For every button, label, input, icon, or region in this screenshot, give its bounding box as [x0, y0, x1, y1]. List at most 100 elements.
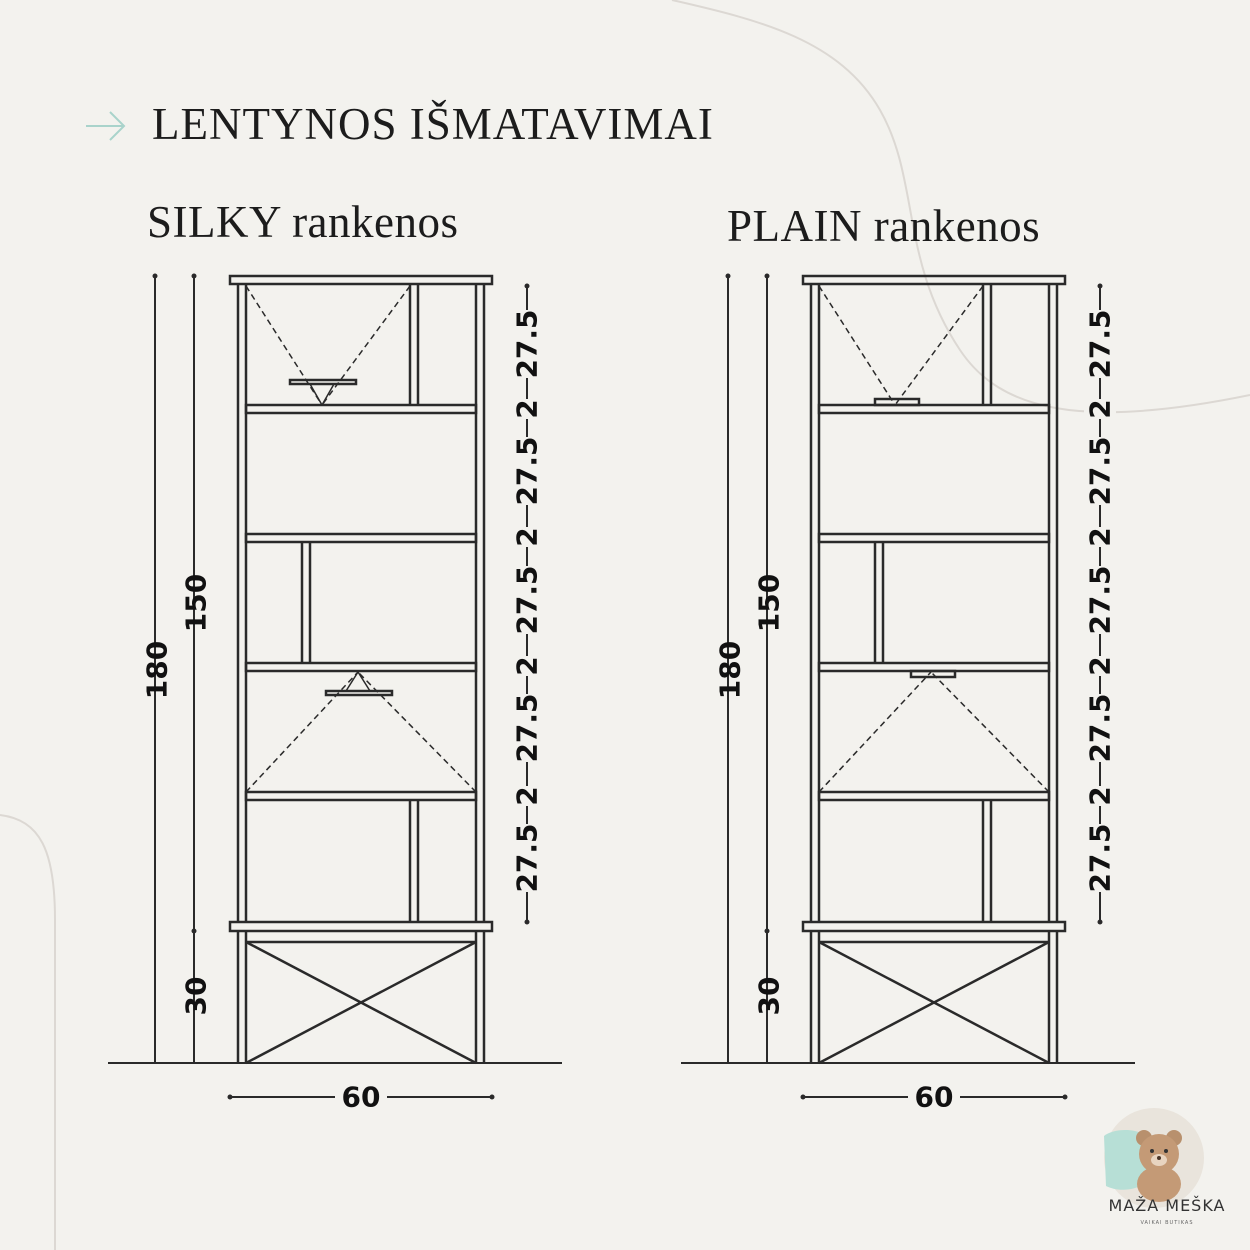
dim-shelf-bg-3	[1084, 656, 1116, 676]
shelf-1	[817, 403, 1051, 415]
decor-curve-top	[671, 0, 1250, 414]
dim-chain-dot-top	[1097, 283, 1103, 289]
door-4-handle-stem-a	[345, 671, 359, 692]
dim-150-dot-top	[764, 273, 770, 279]
leg-cross-b	[245, 940, 477, 1065]
shelf-2	[817, 532, 1051, 544]
dim-section-label-2: 27.5	[511, 436, 544, 505]
arrow-right-icon	[86, 111, 126, 141]
dim-section-bg-4	[1084, 694, 1116, 762]
dim-180-label: 180	[141, 641, 174, 699]
door-1-handle	[873, 397, 921, 407]
plain-title: PLAIN rankenos	[727, 201, 1041, 251]
cabinet-top	[801, 274, 1067, 286]
door-4-dash-a	[818, 671, 932, 793]
dim-30-dot-top	[191, 928, 197, 934]
dim-section-bg-3	[511, 566, 543, 634]
door-1-handle-stem-b	[321, 383, 335, 406]
door-1-handle-stem-a	[309, 383, 323, 406]
dim-shelf-label-3: 2	[1084, 656, 1117, 675]
dim-section-label-1: 27.5	[511, 309, 544, 378]
dim-shelf-bg-2	[1084, 527, 1116, 547]
dim-section-label-4: 27.5	[1084, 693, 1117, 762]
cabinet-top	[228, 274, 494, 286]
dim-shelf-label-3: 2	[511, 656, 544, 675]
door-1-dash-b	[894, 285, 984, 406]
dim-section-label-1: 27.5	[1084, 309, 1117, 378]
dim-180-dot-top	[152, 273, 158, 279]
dim-shelf-bg-1	[511, 399, 543, 419]
dim-section-bg-2	[511, 437, 543, 505]
door-4-handle-stem-b	[357, 671, 371, 692]
door-4-dash-b	[930, 671, 1050, 793]
dim-60-label-bg	[335, 1082, 387, 1112]
dim-section-label-3: 27.5	[1084, 565, 1117, 634]
dim-180-label: 180	[714, 641, 747, 699]
shelf-2	[244, 532, 478, 544]
leg-cross-b	[818, 940, 1050, 1065]
dim-30-label: 30	[753, 977, 786, 1016]
dim-60-dot-left	[800, 1094, 806, 1100]
dim-shelf-bg-2	[511, 527, 543, 547]
shelf-3	[244, 661, 478, 673]
dim-60-label: 60	[342, 1081, 381, 1114]
door-1-dash-a	[245, 285, 323, 406]
dim-150-dot-top	[191, 273, 197, 279]
dim-section-bg-5	[1084, 824, 1116, 892]
dim-150-label: 150	[753, 574, 786, 632]
dim-shelf-bg-1	[1084, 399, 1116, 419]
dim-shelf-bg-3	[511, 656, 543, 676]
shelf-1	[244, 403, 478, 415]
dim-60-dot-left	[227, 1094, 233, 1100]
dim-section-bg-5	[511, 824, 543, 892]
dim-shelf-label-1: 2	[1084, 399, 1117, 418]
dim-shelf-label-2: 2	[1084, 527, 1117, 546]
dim-section-label-5: 27.5	[511, 823, 544, 892]
dim-30-dot-top	[764, 928, 770, 934]
door-4-handle	[324, 689, 394, 697]
cabinet-base	[801, 920, 1067, 933]
dim-shelf-label-4: 2	[1084, 786, 1117, 805]
dim-section-bg-1	[1084, 310, 1116, 378]
page-title: LENTYNOS IŠMATAVIMAI	[152, 99, 714, 149]
dim-60-label: 60	[915, 1081, 954, 1114]
dim-60-label-bg	[908, 1082, 960, 1112]
logo-name: MAŽA MEŠKA	[1108, 1196, 1226, 1215]
dim-shelf-label-2: 2	[511, 527, 544, 546]
bear-icon	[1104, 1108, 1204, 1208]
dim-section-label-5: 27.5	[1084, 823, 1117, 892]
dim-shelf-label-4: 2	[511, 786, 544, 805]
dim-section-bg-4	[511, 694, 543, 762]
door-4-handle	[909, 669, 957, 679]
dim-30-label: 30	[180, 977, 213, 1016]
shelf-4	[244, 790, 478, 802]
dim-chain-dot-top	[524, 283, 530, 289]
cabinet-base	[228, 920, 494, 933]
door-1-dash-a	[818, 285, 896, 406]
logo-tagline: VAIKAI BUTIKAS	[1140, 1220, 1194, 1226]
dim-section-bg-2	[1084, 437, 1116, 505]
dim-section-label-3: 27.5	[511, 565, 544, 634]
dim-section-label-4: 27.5	[511, 693, 544, 762]
dim-shelf-bg-4	[511, 786, 543, 806]
door-1-handle	[288, 378, 358, 386]
dim-chain-dot-bottom	[524, 919, 530, 925]
shelf-4	[817, 790, 1051, 802]
dim-shelf-bg-4	[1084, 786, 1116, 806]
silky-title: SILKY rankenos	[147, 197, 459, 247]
dim-60-dot-right	[1062, 1094, 1068, 1100]
dim-section-bg-3	[1084, 566, 1116, 634]
decor-curve-left	[0, 814, 56, 1250]
dim-150-label: 150	[180, 574, 213, 632]
dim-60-dot-right	[489, 1094, 495, 1100]
dim-chain-dot-bottom	[1097, 919, 1103, 925]
dim-180-dot-top	[725, 273, 731, 279]
dim-section-label-2: 27.5	[1084, 436, 1117, 505]
dim-shelf-label-1: 2	[511, 399, 544, 418]
door-4-dash-a	[245, 671, 359, 793]
dim-section-bg-1	[511, 310, 543, 378]
